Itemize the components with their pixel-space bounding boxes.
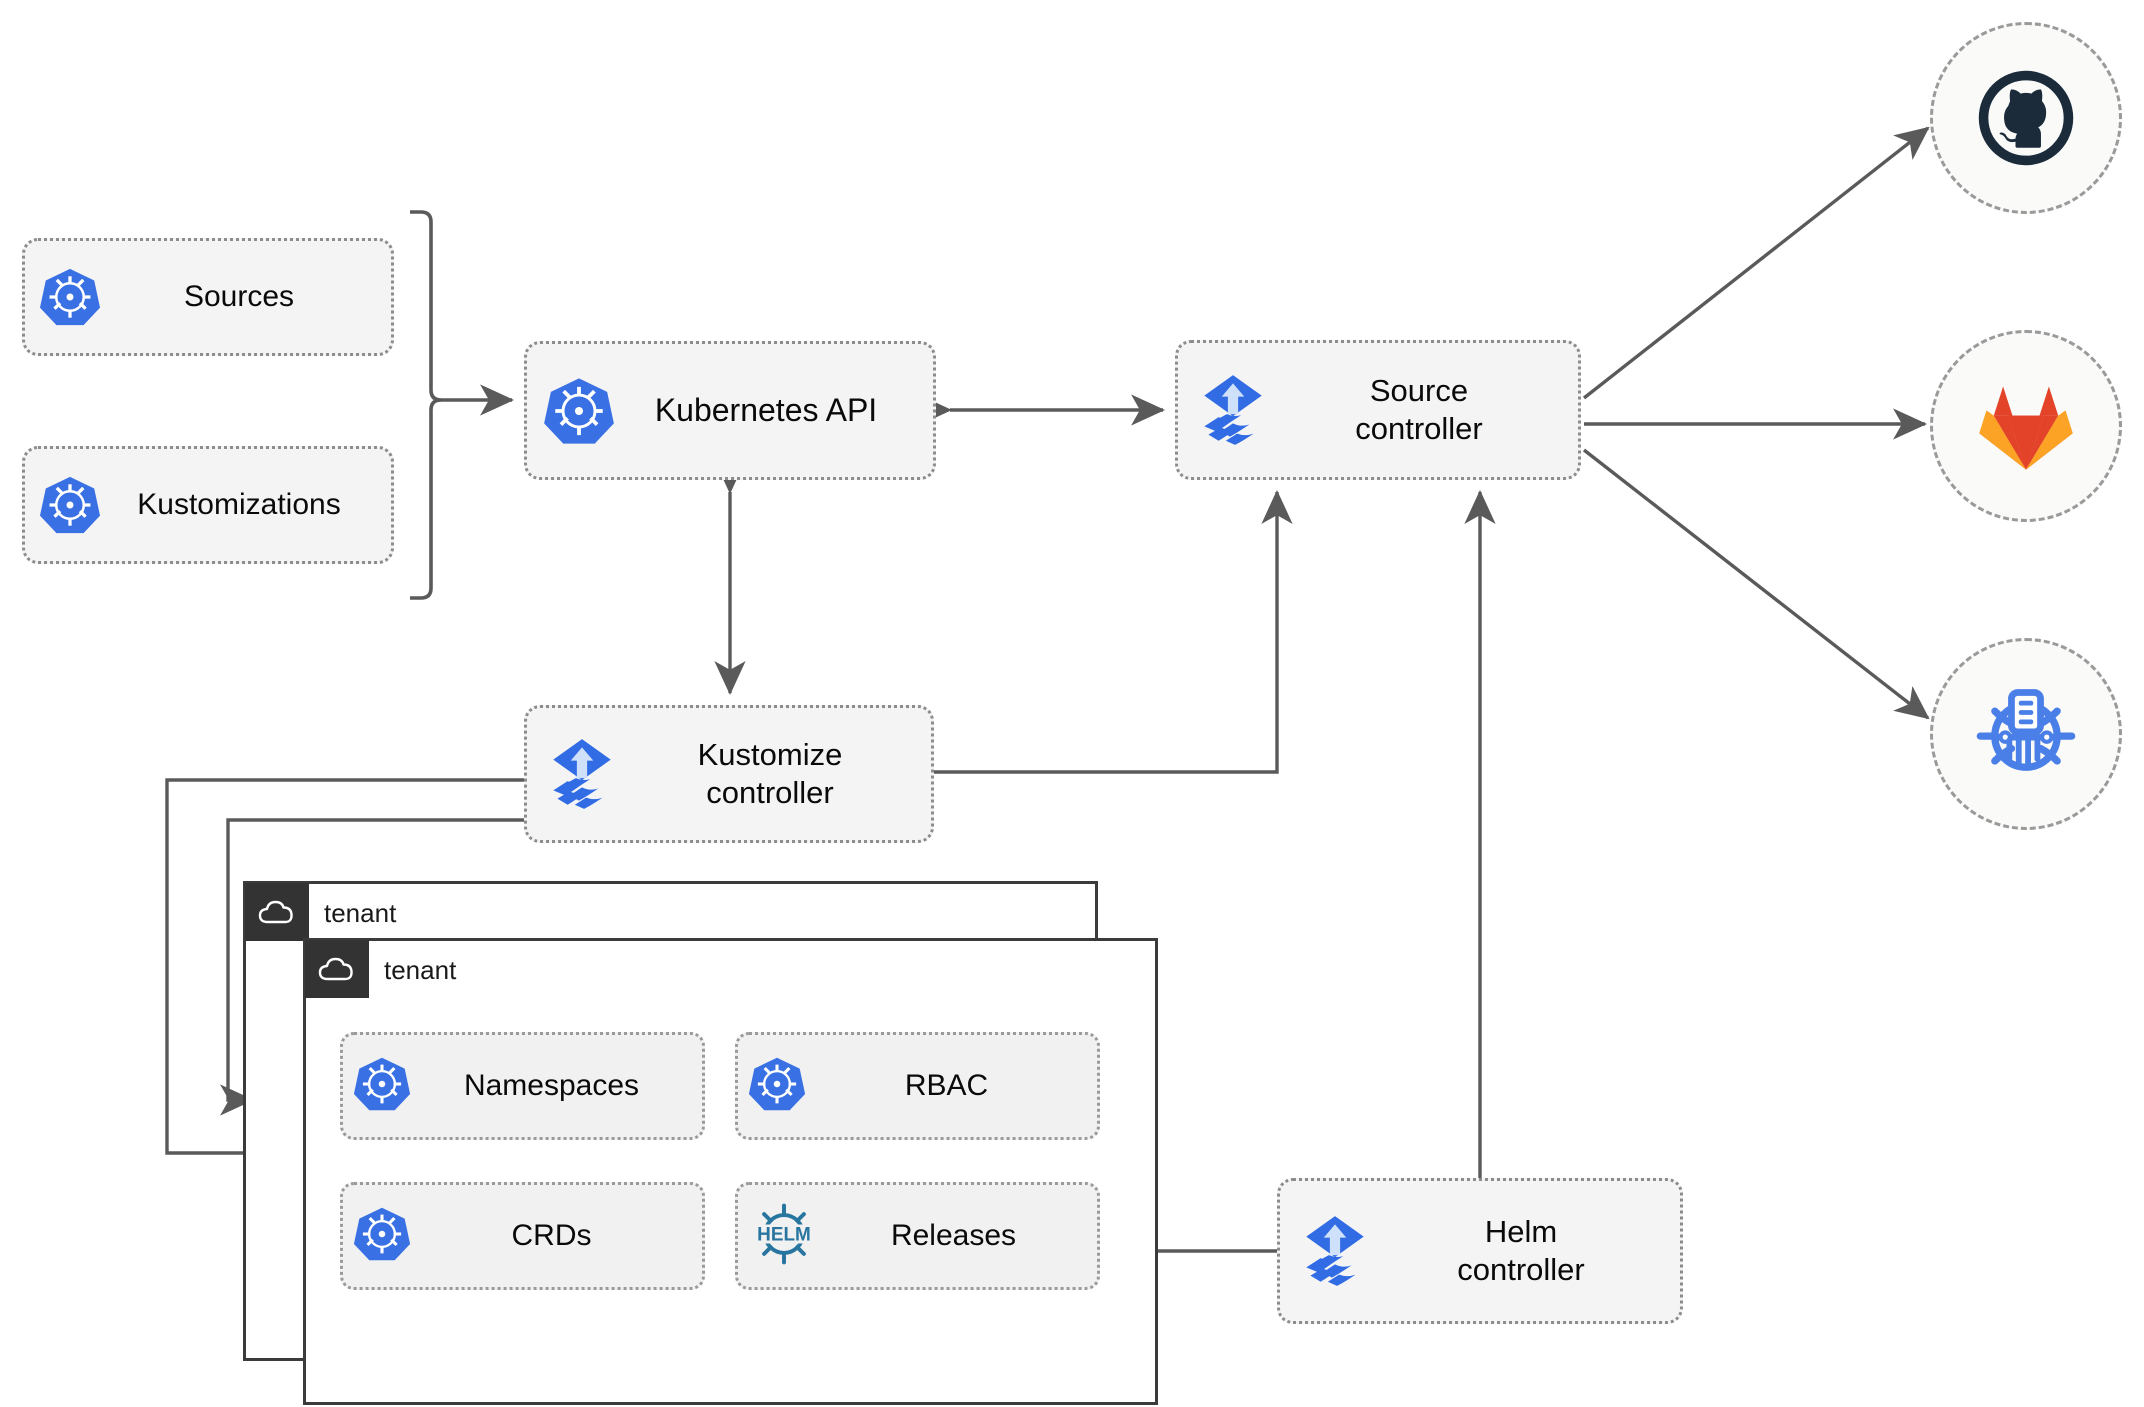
external-helm-repository[interactable]: [1930, 638, 2122, 830]
resource-namespaces-label: Namespaces: [463, 1069, 640, 1102]
node-kubernetes-api[interactable]: Kubernetes API: [524, 341, 936, 480]
tenant-label: tenant: [384, 954, 457, 985]
external-gitlab[interactable]: [1930, 330, 2122, 522]
helm-repository-icon: [1976, 689, 2076, 771]
tenant-label: tenant: [324, 897, 397, 928]
resource-rbac[interactable]: RBAC: [735, 1032, 1100, 1140]
helm-icon: HELM: [748, 1203, 820, 1270]
kubernetes-icon: [353, 1055, 411, 1118]
node-kustomize-controller-label: Kustomize controller: [697, 737, 843, 810]
node-source-controller-label: Source controller: [1355, 373, 1483, 446]
node-sources[interactable]: Sources: [22, 238, 394, 356]
github-icon: [1978, 70, 2074, 166]
resource-releases-label: Releases: [890, 1219, 1017, 1252]
node-kustomizations-label: Kustomizations: [137, 487, 341, 521]
flux-icon: [1192, 369, 1274, 451]
edge-bracket: [410, 210, 442, 600]
node-source-controller[interactable]: Source controller: [1175, 340, 1581, 480]
node-kustomizations[interactable]: Kustomizations: [22, 446, 394, 564]
flux-icon: [1294, 1210, 1376, 1292]
edge-kustctl-srcctl: [934, 489, 1293, 774]
resource-namespaces[interactable]: Namespaces: [340, 1032, 705, 1140]
svg-text:HELM: HELM: [757, 1224, 811, 1245]
edge-srcctl-helmrepo: [1582, 448, 1930, 720]
kubernetes-icon: [353, 1205, 411, 1268]
kubernetes-icon: [39, 474, 101, 536]
node-helm-controller-label: Helm controller: [1457, 1214, 1585, 1287]
node-helm-controller[interactable]: Helm controller: [1277, 1178, 1683, 1324]
resource-crds[interactable]: CRDs: [340, 1182, 705, 1290]
cloud-icon: [245, 883, 309, 941]
tenant-container-front[interactable]: tenant: [303, 938, 1158, 1405]
resource-rbac-label: RBAC: [904, 1069, 989, 1102]
node-kustomize-controller[interactable]: Kustomize controller: [524, 705, 934, 843]
resource-releases[interactable]: HELM Releases: [735, 1182, 1100, 1290]
flux-icon: [541, 733, 623, 815]
node-sources-label: Sources: [183, 279, 295, 313]
cloud-icon: [305, 940, 369, 998]
gitlab-icon: [1979, 386, 2073, 470]
kubernetes-icon: [39, 266, 101, 328]
kubernetes-icon: [748, 1055, 806, 1118]
kubernetes-icon: [543, 375, 615, 447]
node-kubernetes-api-label: Kubernetes API: [654, 391, 878, 428]
external-github[interactable]: [1930, 22, 2122, 214]
resource-crds-label: CRDs: [511, 1219, 592, 1252]
edge-srcctl-github: [1582, 126, 1930, 400]
